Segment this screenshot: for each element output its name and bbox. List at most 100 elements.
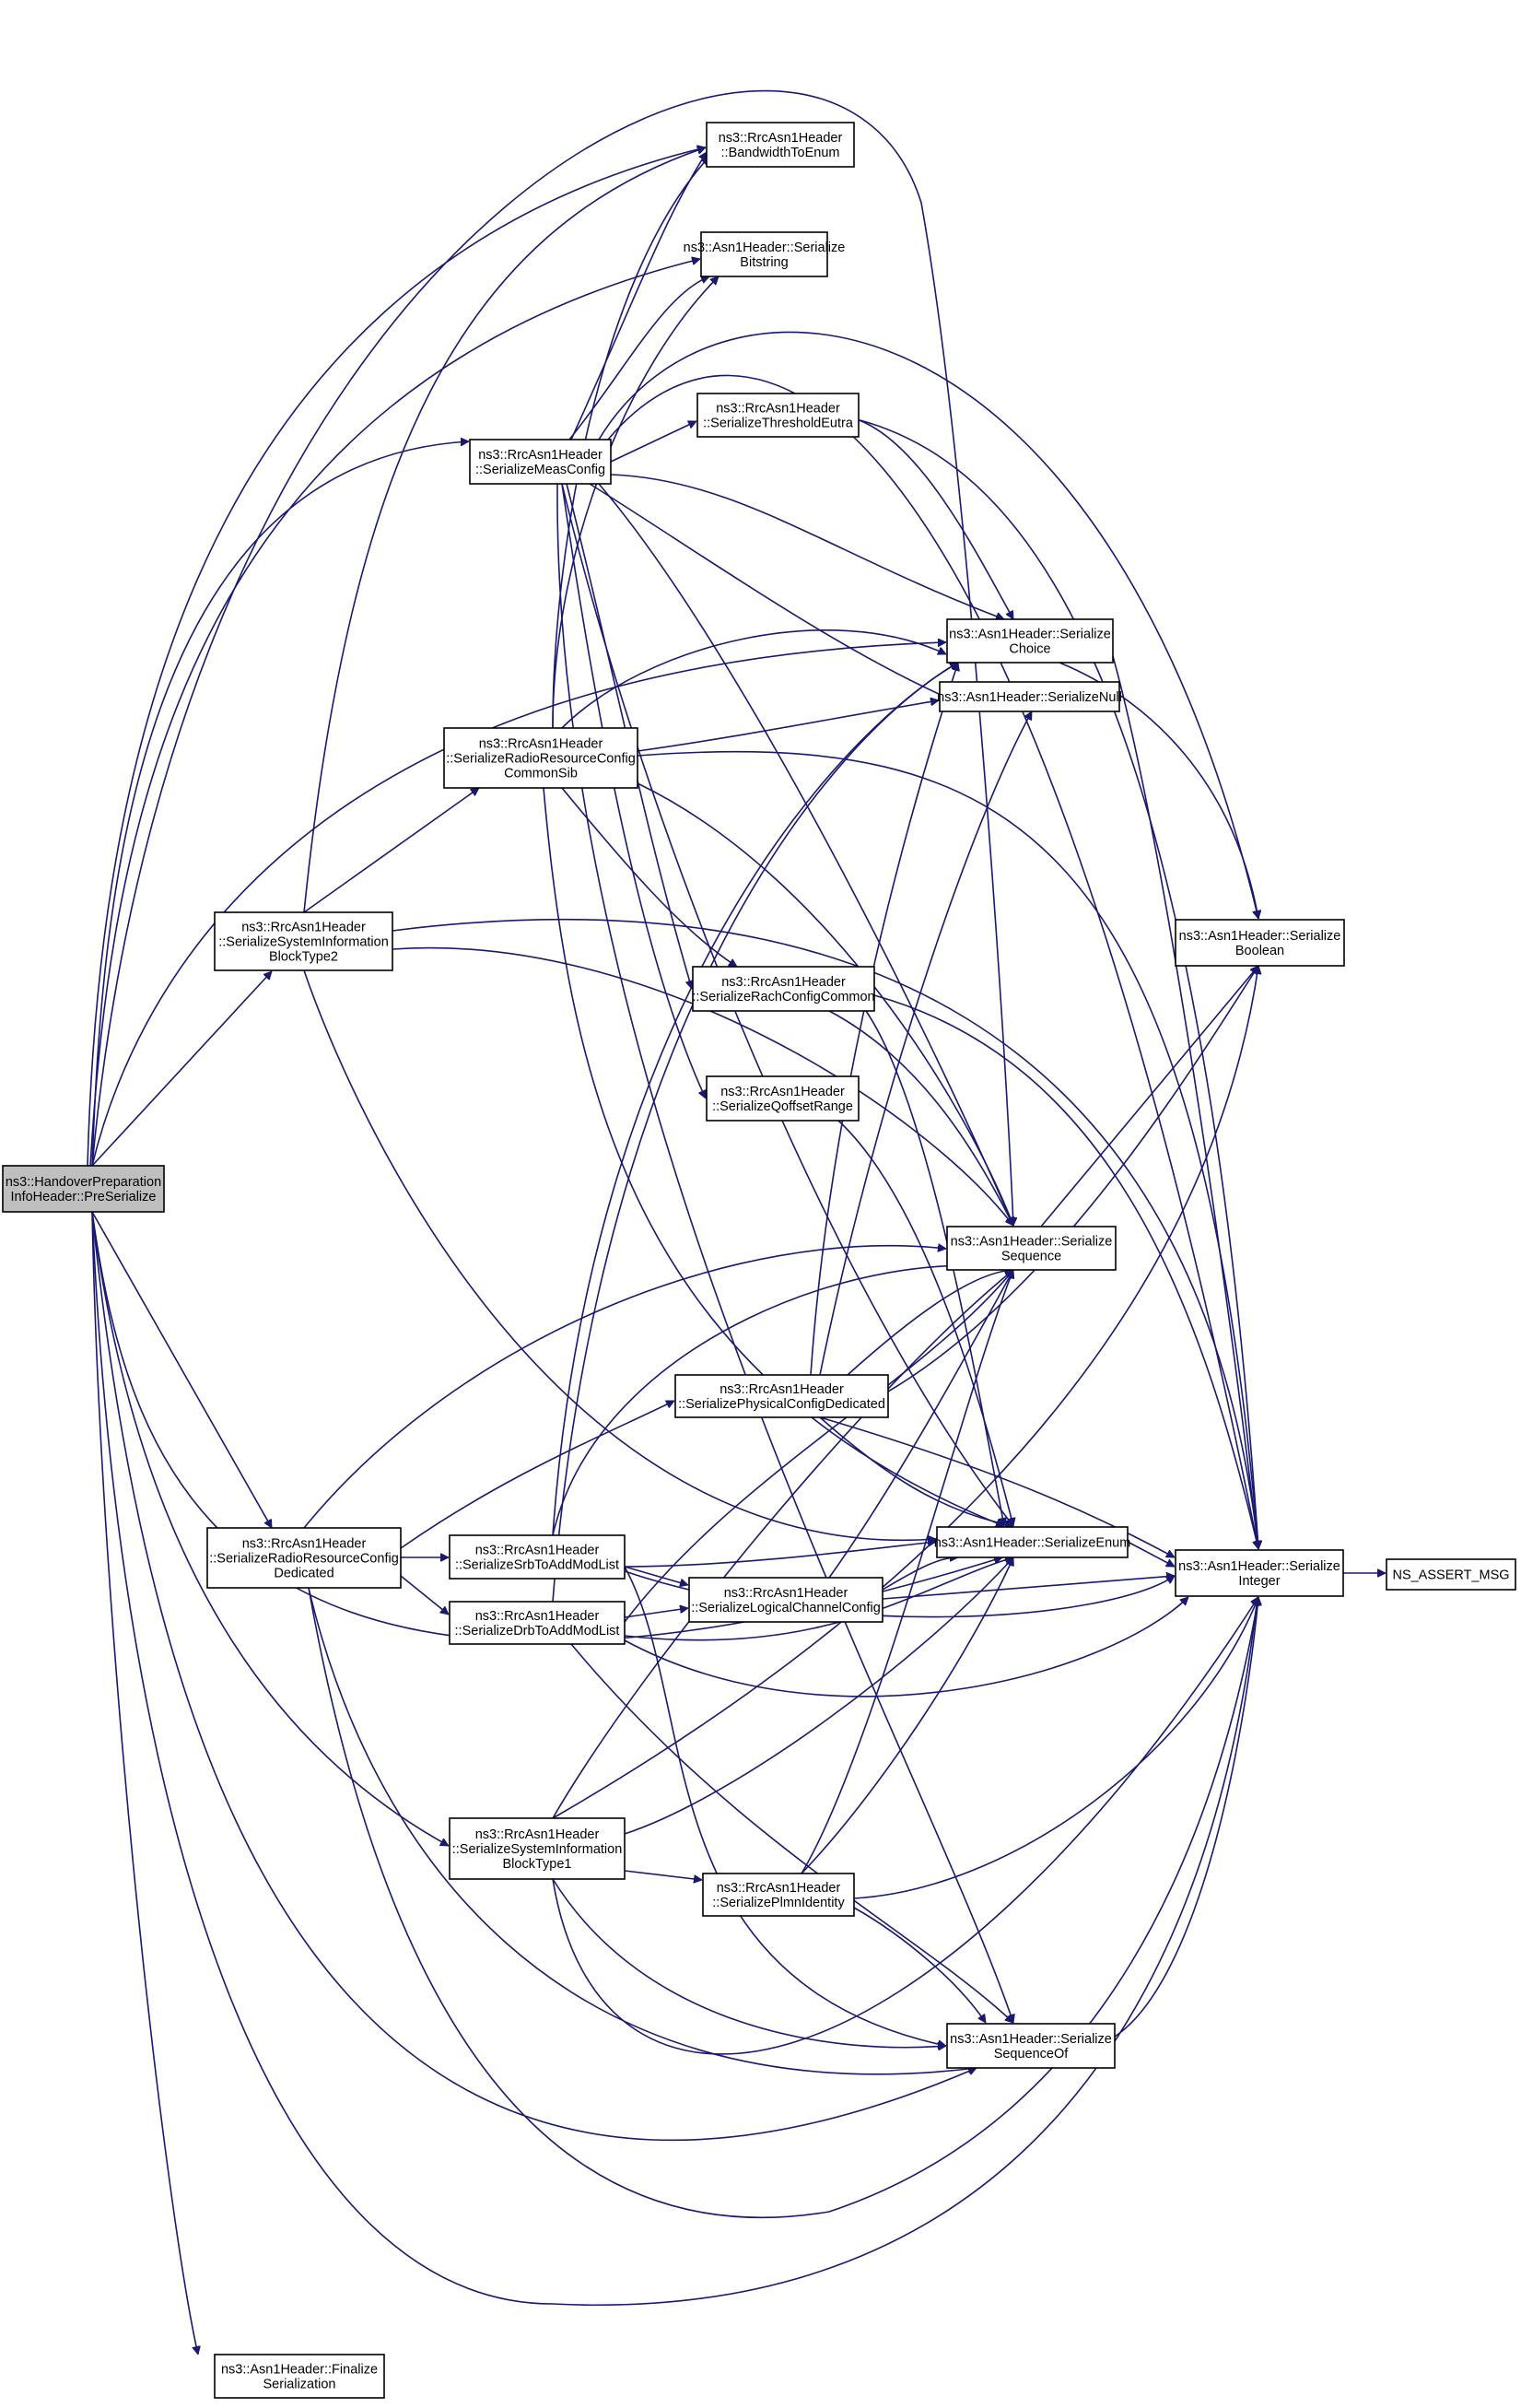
node-drb[interactable]: ns3::RrcAsn1Header::SerializeDrbToAddMod… [449, 1601, 626, 1645]
edge-phys-to-bool [887, 966, 1259, 1392]
edge-meas-to-bw [570, 152, 708, 440]
node-sib2[interactable]: ns3::RrcAsn1Header::SerializeSystemInfor… [214, 911, 393, 971]
node-label-line: ns3::RrcAsn1Header [720, 1382, 844, 1397]
edge-rrcded-to-seqof [308, 1587, 977, 2075]
node-box [702, 1873, 855, 1917]
node-label-line: Bitstring [740, 255, 788, 270]
node-rach[interactable]: ns3::RrcAsn1Header::SerializeRachConfigC… [692, 966, 875, 1012]
node-rrcded[interactable]: ns3::RrcAsn1Header::SerializeRadioResour… [206, 1527, 402, 1589]
edge-drb-to-int [624, 1597, 1188, 1697]
edge-phys-to-seq [847, 1270, 1013, 1376]
node-label-line: BlockType1 [503, 1857, 572, 1872]
node-label-line: Choice [1009, 642, 1050, 657]
node-label-line: ::SerializePhysicalConfigDedicated [678, 1397, 885, 1412]
edge-sib2-to-seq [392, 946, 1014, 1226]
node-label-line: BlockType2 [269, 950, 338, 965]
node-sib1[interactable]: ns3::RrcAsn1Header::SerializeSystemInfor… [449, 1817, 626, 1880]
node-box [946, 2023, 1116, 2069]
edge-sib1-to-int [552, 1597, 1259, 2055]
node-box [1386, 1558, 1516, 1591]
node-box [946, 1226, 1117, 1271]
node-null[interactable]: ns3::Asn1Header::SerializeNull [937, 681, 1122, 712]
edge-drb-to-seqof [570, 1643, 1013, 2023]
node-label-line: NS_ASSERT_MSG [1392, 1568, 1509, 1583]
node-label-line: ns3::Asn1Header::Serialize [949, 628, 1111, 642]
edge-rrcded-to-drb [400, 1575, 449, 1615]
edge-rrcsib-to-seq [637, 782, 1013, 1226]
node-label-line: ns3::RrcAsn1Header [719, 131, 843, 146]
edge-root-to-seqof [91, 1211, 977, 2142]
node-label-line: ::SerializeQoffsetRange [712, 1099, 853, 1114]
node-label-line: ns3::RrcAsn1Header [479, 737, 603, 752]
node-label-line: ns3::HandoverPreparation [6, 1175, 161, 1190]
node-box [469, 439, 612, 485]
node-lcc[interactable]: ns3::RrcAsn1Header::SerializeLogicalChan… [688, 1577, 883, 1623]
edge-rrcsib-to-int [637, 750, 1258, 1549]
edge-rrcded-to-phys [400, 1400, 674, 1549]
node-label-line: ::SerializePlmnIdentity [712, 1896, 845, 1910]
node-srb[interactable]: ns3::RrcAsn1Header::SerializeSrbToAddMod… [449, 1534, 626, 1580]
edge-root-to-bw [87, 147, 706, 1167]
node-label-line: ns3::RrcAsn1Header [475, 1827, 600, 1842]
node-label-line: Boolean [1235, 944, 1284, 958]
edge-lcc-to-int [882, 1576, 1175, 1600]
node-box [688, 1577, 883, 1623]
node-meas[interactable]: ns3::RrcAsn1Header::SerializeMeasConfig [469, 439, 612, 485]
node-label-line: CommonSib [504, 767, 578, 781]
nodes: ns3::HandoverPreparationInfoHeader::PreS… [2, 122, 1516, 2399]
node-label-line: ns3::RrcAsn1Header [721, 975, 846, 990]
edge-sib1-to-bool [552, 966, 1258, 1819]
node-box [449, 1601, 626, 1645]
node-label-line: ns3::Asn1Header::SerializeNull [937, 690, 1122, 705]
node-box [706, 1075, 860, 1122]
node-label-line: ::SerializeRadioResourceConfig [209, 1552, 399, 1567]
node-label-line: Sequence [1001, 1250, 1061, 1264]
node-label-line: ns3::RrcAsn1Header [242, 1537, 367, 1552]
edge-meas-to-qoff [561, 483, 706, 1098]
edge-srb-to-enum [624, 1542, 936, 1568]
edge-rrcsib-to-bw [552, 157, 709, 729]
node-phys[interactable]: ns3::RrcAsn1Header::SerializePhysicalCon… [674, 1374, 889, 1418]
node-bw[interactable]: ns3::RrcAsn1Header::BandwidthToEnum [706, 122, 855, 168]
edge-rrcsib-to-rach [561, 787, 737, 968]
edge-meas-to-null [589, 483, 949, 699]
node-label-line: SequenceOf [994, 2047, 1070, 2061]
node-label-line: ::SerializeDrbToAddModList [455, 1624, 620, 1639]
edge-meas-to-int [607, 374, 1258, 1549]
node-label-line: ns3::RrcAsn1Header [724, 1586, 848, 1601]
edge-rrcsib-to-choice [561, 629, 946, 729]
node-label-line: ::SerializeSystemInformation [218, 935, 389, 950]
node-enum[interactable]: ns3::Asn1Header::SerializeEnum [934, 1526, 1131, 1558]
edge-sib1-to-plmn [624, 1870, 702, 1880]
node-plmn[interactable]: ns3::RrcAsn1Header::SerializePlmnIdentit… [702, 1873, 855, 1917]
node-box [206, 1527, 402, 1589]
node-thr[interactable]: ns3::RrcAsn1Header::SerializeThresholdEu… [696, 393, 860, 438]
edge-phys-to-choice [810, 663, 958, 1376]
edge-meas-to-seq [598, 483, 1013, 1226]
node-label-line: ns3::Asn1Header::Serialize [951, 1235, 1113, 1250]
node-label-line: ns3::RrcAsn1Header [475, 1544, 600, 1558]
node-label-line: ns3::Asn1Header::Serialize [950, 2032, 1112, 2047]
node-label-line: Integer [1238, 1574, 1280, 1589]
node-label-line: ns3::RrcAsn1Header [241, 921, 366, 935]
edge-plmn-to-seq [801, 1270, 1013, 1874]
node-label-line: ns3::RrcAsn1Header [475, 1609, 600, 1624]
edge-rach-to-seq [828, 1010, 1014, 1226]
edge-plmn-to-int [853, 1597, 1258, 1899]
node-rrcsib[interactable]: ns3::RrcAsn1Header::SerializeRadioResour… [443, 727, 638, 789]
node-box [449, 1534, 626, 1580]
node-qoff[interactable]: ns3::RrcAsn1Header::SerializeQoffsetRang… [706, 1075, 860, 1122]
node-label-line: ns3::RrcAsn1Header [717, 1881, 841, 1896]
node-root[interactable]: ns3::HandoverPreparationInfoHeader::PreS… [2, 1165, 165, 1213]
node-assert[interactable]: NS_ASSERT_MSG [1386, 1558, 1516, 1591]
edge-rrcsib-to-null [637, 700, 939, 752]
node-box [214, 2354, 385, 2399]
